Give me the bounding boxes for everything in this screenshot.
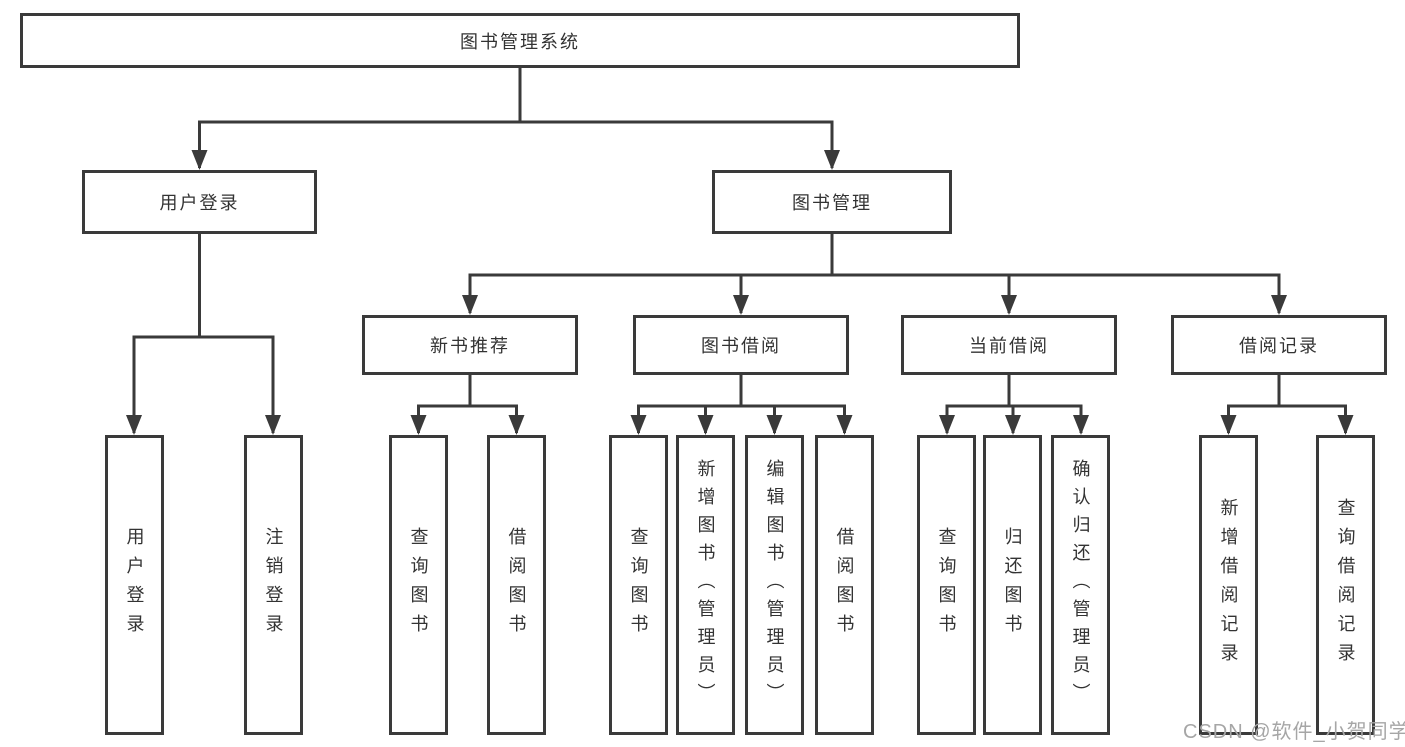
leaf-query-books-borrow-label: 查询图书 <box>628 527 649 643</box>
leaf-query-books-recommend-label: 查询图书 <box>408 527 429 643</box>
leaf-confirm-return-admin: 确认归还（管理员） <box>1051 435 1110 735</box>
leaf-borrow-books-recommend-label: 借阅图书 <box>506 527 527 643</box>
leaf-return-books: 归还图书 <box>983 435 1042 735</box>
node-current-borrow: 当前借阅 <box>901 315 1117 375</box>
watermark: CSDN @软件_小贺同学 <box>1183 721 1405 743</box>
leaf-query-books-current-label: 查询图书 <box>936 527 957 643</box>
leaf-user-login-label: 用户登录 <box>124 527 145 643</box>
node-user-login-label: 用户登录 <box>159 193 240 213</box>
leaf-add-book-admin: 新增图书（管理员） <box>676 435 735 735</box>
node-book-management-label: 图书管理 <box>792 193 872 213</box>
node-new-book-recommend: 新书推荐 <box>362 315 578 375</box>
leaf-logout-label: 注销登录 <box>263 527 284 643</box>
node-root: 图书管理系统 <box>20 13 1020 68</box>
node-book-management: 图书管理 <box>712 170 952 234</box>
node-current-borrow-label: 当前借阅 <box>969 336 1049 356</box>
leaf-edit-book-admin: 编辑图书（管理员） <box>745 435 804 735</box>
leaf-borrow-books: 借阅图书 <box>815 435 874 735</box>
leaf-add-borrow-record-label: 新增借阅记录 <box>1218 498 1239 672</box>
leaf-query-borrow-record-label: 查询借阅记录 <box>1335 498 1356 672</box>
leaf-query-borrow-record: 查询借阅记录 <box>1316 435 1375 735</box>
leaf-user-login: 用户登录 <box>105 435 164 735</box>
node-book-borrow-label: 图书借阅 <box>701 336 781 356</box>
node-book-borrow: 图书借阅 <box>633 315 849 375</box>
node-borrow-records-label: 借阅记录 <box>1239 336 1319 356</box>
leaf-borrow-books-label: 借阅图书 <box>834 527 855 643</box>
node-root-label: 图书管理系统 <box>460 31 580 52</box>
leaf-add-book-admin-label: 新增图书（管理员） <box>695 459 716 711</box>
leaf-query-books-current: 查询图书 <box>917 435 976 735</box>
leaf-return-books-label: 归还图书 <box>1002 527 1023 643</box>
node-user-login: 用户登录 <box>82 170 317 234</box>
node-borrow-records: 借阅记录 <box>1171 315 1387 375</box>
leaf-query-books-recommend: 查询图书 <box>389 435 448 735</box>
leaf-confirm-return-admin-label: 确认归还（管理员） <box>1070 459 1091 711</box>
leaf-edit-book-admin-label: 编辑图书（管理员） <box>764 459 785 711</box>
leaf-borrow-books-recommend: 借阅图书 <box>487 435 546 735</box>
leaf-logout: 注销登录 <box>244 435 303 735</box>
node-new-book-recommend-label: 新书推荐 <box>430 336 510 356</box>
leaf-add-borrow-record: 新增借阅记录 <box>1199 435 1258 735</box>
leaf-query-books-borrow: 查询图书 <box>609 435 668 735</box>
